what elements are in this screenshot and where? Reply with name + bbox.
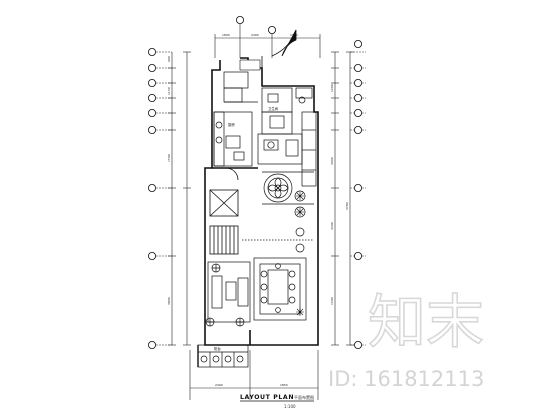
living-room-furniture: [262, 171, 314, 218]
room-labels: 厨房 卫生间 阳台: [214, 106, 279, 351]
right-dim-4: 1500: [330, 297, 334, 305]
balcony: [197, 344, 249, 368]
top-dim-1: 1800: [222, 33, 230, 37]
top-grid-bubbles: [235, 15, 276, 34]
bottom-dim-2: 1850: [280, 383, 288, 387]
bottom-dimension-lines: [189, 350, 319, 400]
drawing-title: LAYOUT PLAN: [240, 394, 294, 401]
watermark: 知末 ID: 161812113: [328, 287, 485, 391]
watermark-logo: 知末: [368, 288, 484, 356]
label-bath: 卫生间: [268, 106, 279, 111]
left-dim-4: 3800: [167, 297, 171, 305]
left-dim-3: 1500: [167, 154, 171, 162]
right-dim-3: 3200: [330, 222, 334, 230]
bottom-dimension-text: 2400 1850: [215, 383, 288, 387]
stair-core: [209, 167, 239, 255]
left-dim-1: 600: [167, 56, 171, 62]
right-dimension-text: 1200 3600 3200 1500 3780: [330, 84, 349, 305]
right-dim-2: 3600: [330, 157, 334, 165]
watermark-id: ID: 161812113: [328, 367, 484, 391]
right-grid-bubbles: [353, 40, 362, 349]
right-dimension-lines: [331, 51, 366, 346]
right-dim-1: 1200: [330, 84, 334, 92]
bottom-dim-1: 2400: [215, 383, 223, 387]
left-grid-bubbles: [147, 48, 156, 349]
label-kitchen: 厨房: [228, 122, 235, 127]
top-dim-2: 2400: [251, 33, 259, 37]
left-dim-2: 1150: [167, 87, 171, 95]
plant-symbols: [296, 192, 304, 316]
entry-door-arc: [239, 29, 297, 71]
drawing-scale: 1:100: [284, 404, 296, 409]
study-area: [205, 261, 251, 327]
top-dimension-text: 1800 2400 1300: [222, 33, 298, 37]
left-dimension-lines: [156, 51, 191, 346]
right-dim-5: 3780: [345, 202, 349, 210]
left-dimension-text: 600 1150 1500 3800: [167, 56, 171, 305]
dining-area: [242, 227, 314, 321]
title-block: LAYOUT PLAN 平面布置图 1:100: [240, 394, 314, 409]
drawing-title-suffix: 平面布置图: [294, 394, 314, 400]
top-dimension-lines: [214, 24, 321, 58]
upper-rooms: [213, 71, 317, 187]
label-balcony: 阳台: [214, 346, 221, 351]
